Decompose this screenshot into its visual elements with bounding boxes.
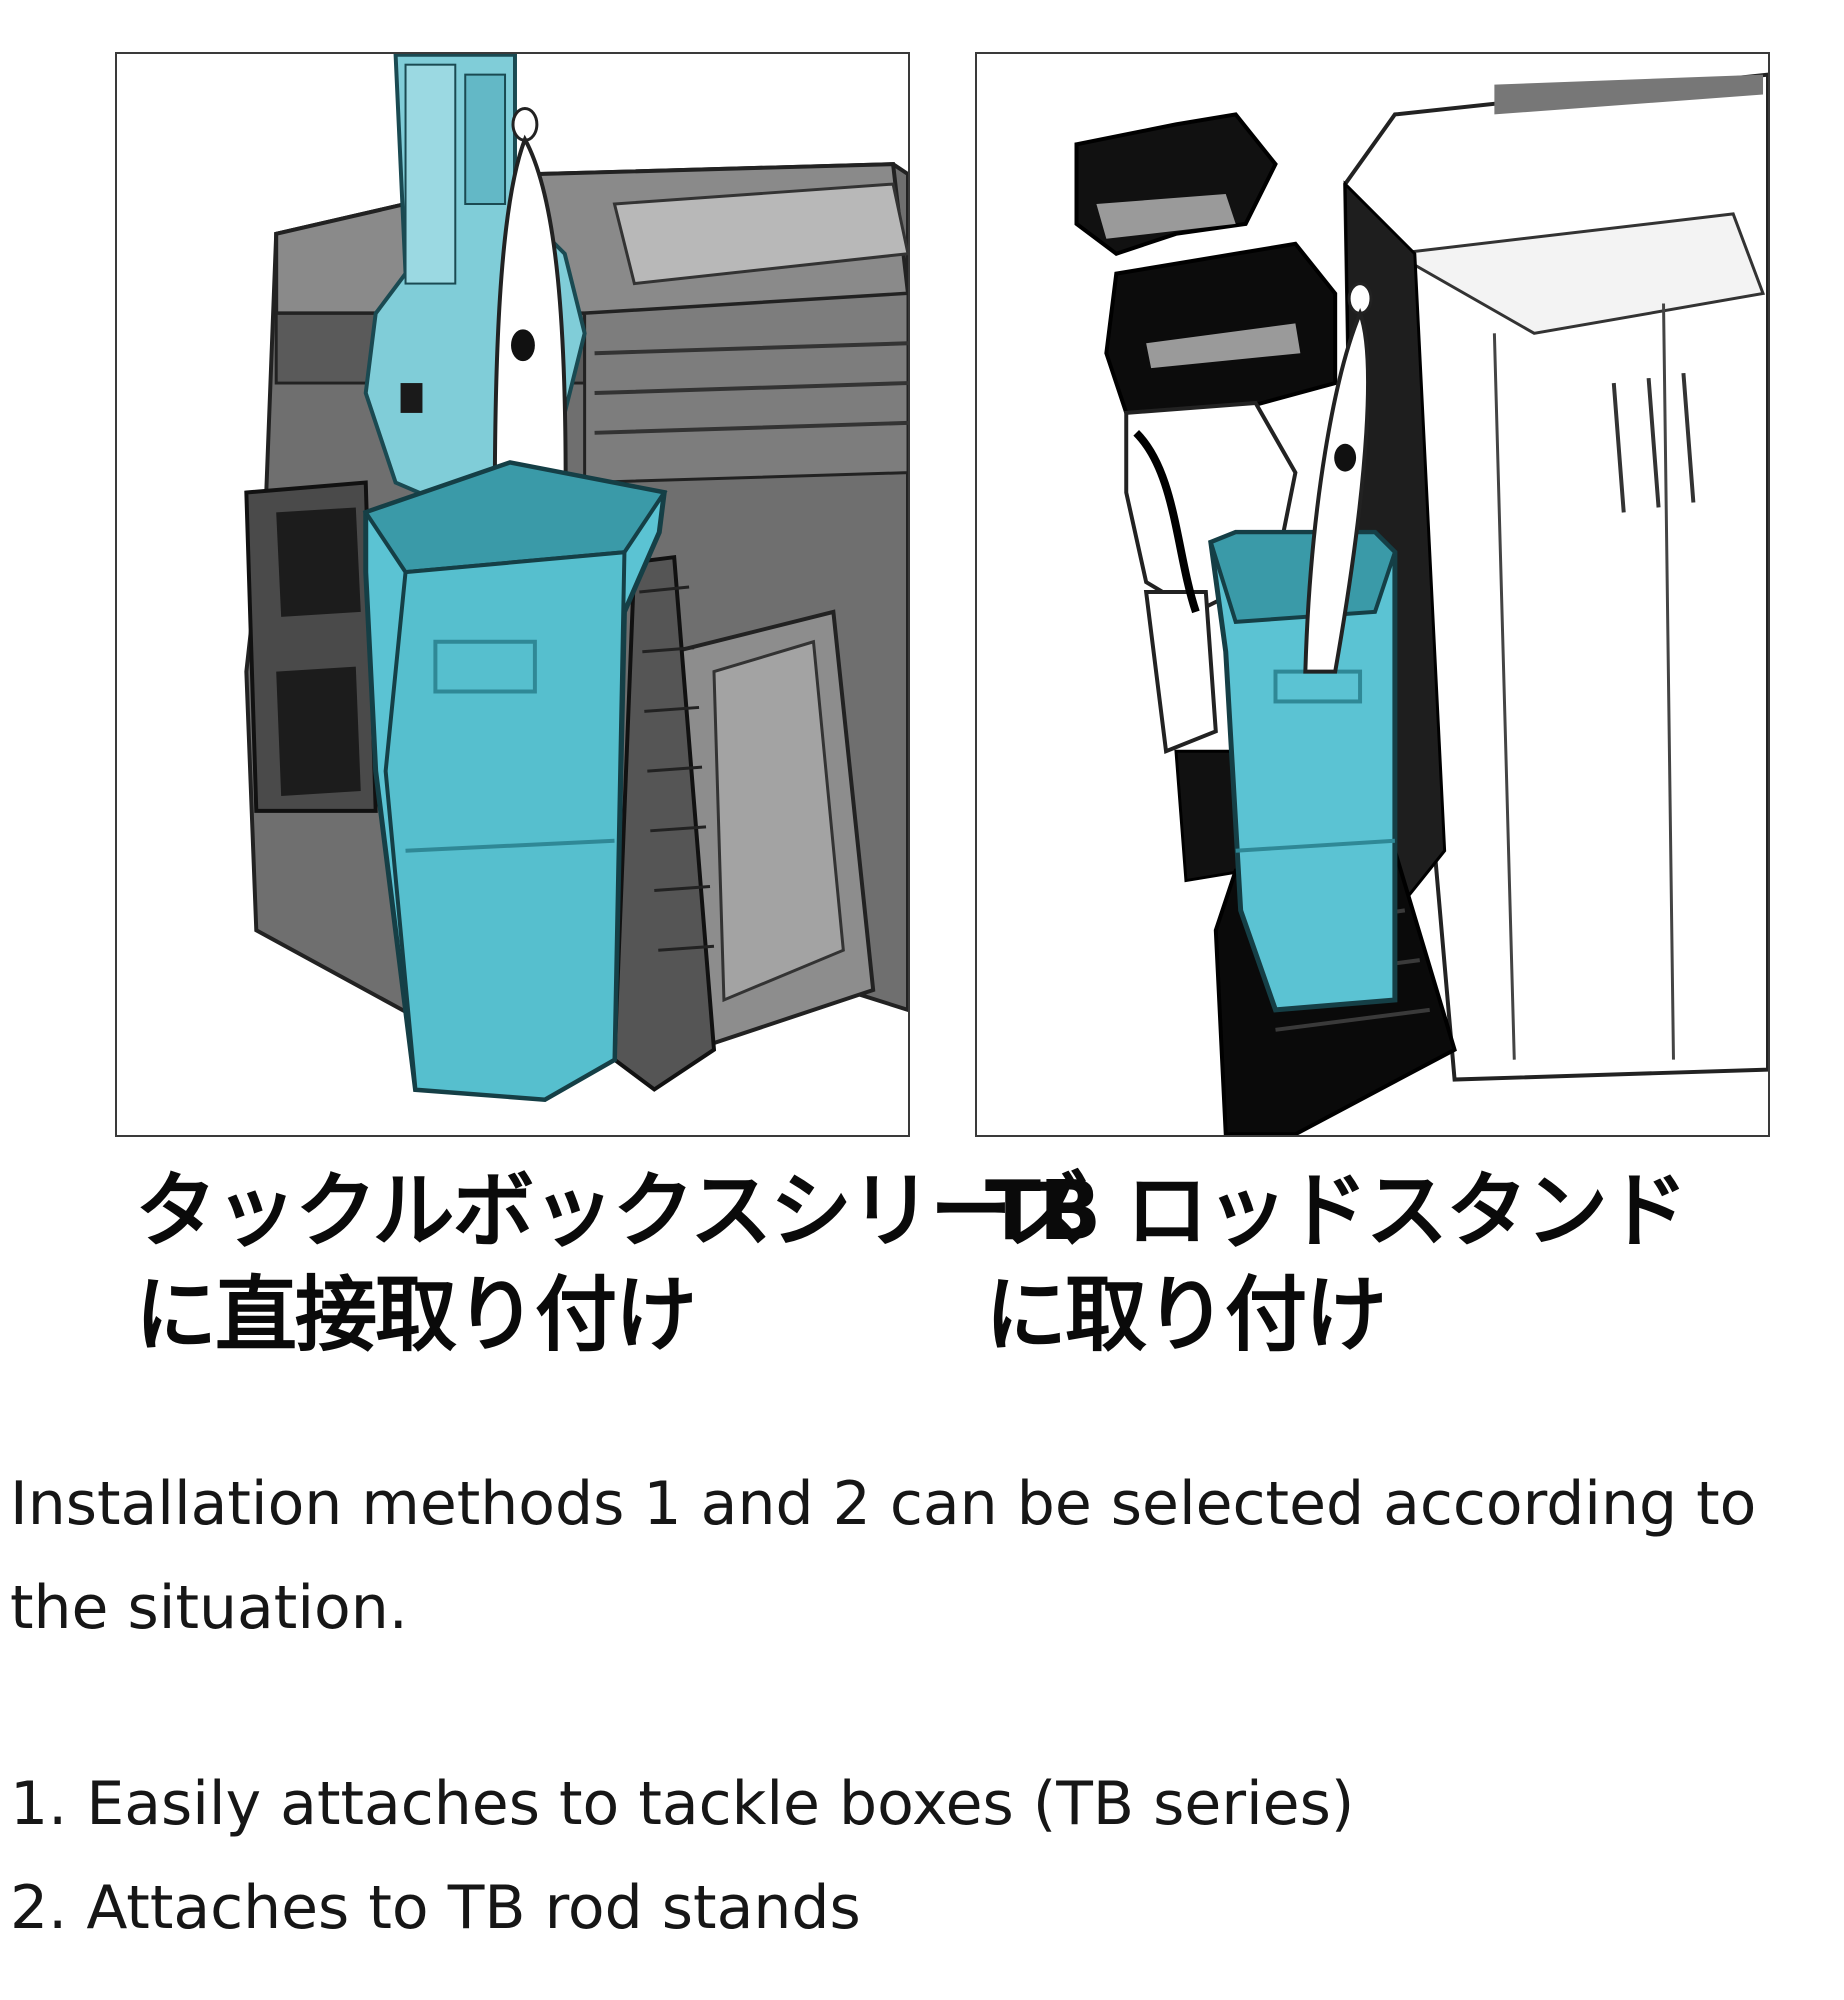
list-item: 1. Easily attaches to tackle boxes (TB s… [10, 1769, 1355, 1839]
tackle-box-holder-drawing [244, 54, 908, 1102]
illustration-tackle-box [115, 52, 910, 1137]
caption-tackle-box: タックルボックスシリーズ に直接取り付け [135, 1160, 1088, 1368]
strap-ribs [639, 585, 715, 952]
lure-shape-right [1303, 282, 1373, 674]
rod-stand-holder-drawing [1074, 72, 1768, 1135]
list-item: 2. Attaches to TB rod stands [10, 1873, 861, 1943]
illustration-rod-stand [975, 52, 1770, 1137]
intro-paragraph: Installation methods 1 and 2 can be sele… [10, 1452, 1756, 1660]
caption-tackle-box-line2: に直接取り付け [135, 1268, 697, 1363]
intro-line-1: Installation methods 1 and 2 can be sele… [10, 1469, 1757, 1539]
white-box-shape [1343, 72, 1768, 1082]
caption-tackle-box-line1: タックルボックスシリーズ [135, 1164, 1088, 1259]
installation-list: 1. Easily attaches to tackle boxes (TB s… [10, 1752, 1354, 1960]
intro-line-2: the situation. [10, 1573, 408, 1643]
caption-rod-stand-line2: に取り付け [985, 1268, 1387, 1363]
caption-rod-stand-line1: TB ロッドスタンド [985, 1164, 1688, 1259]
caption-rod-stand: TB ロッドスタンド に取り付け [985, 1160, 1688, 1368]
holder-cup-shape [362, 460, 668, 1102]
